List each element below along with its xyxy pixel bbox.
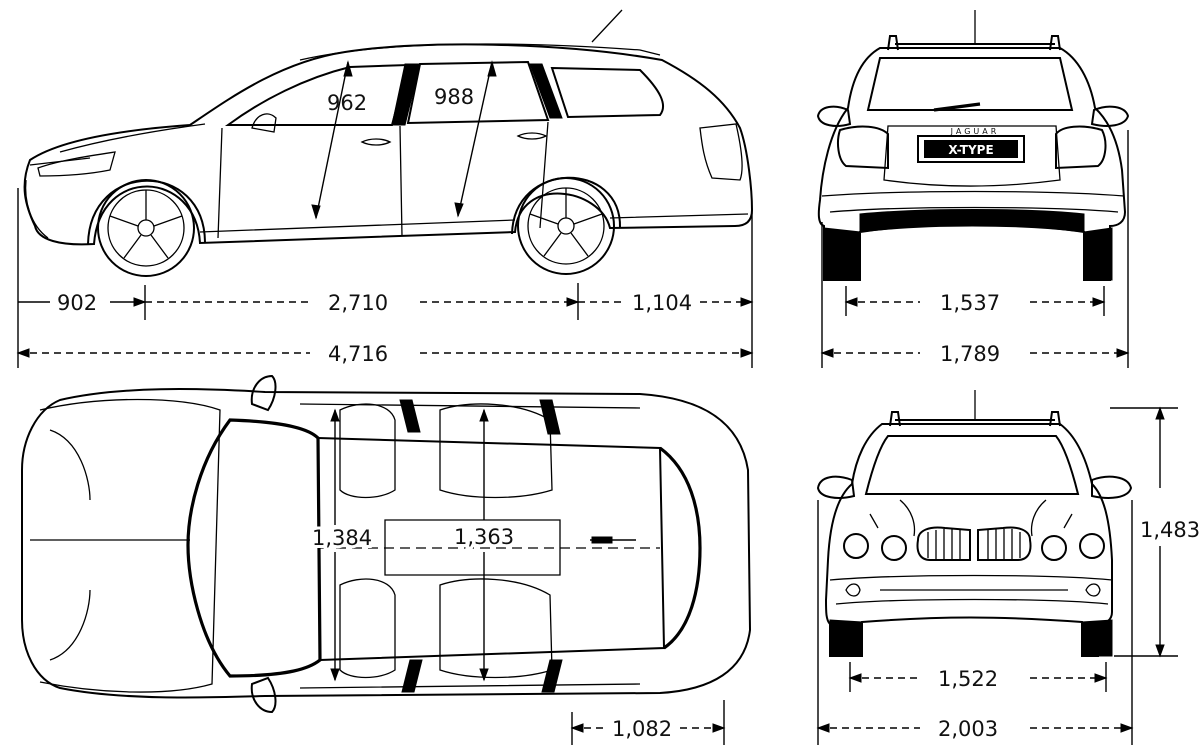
top-rear-glass	[659, 446, 702, 650]
load-length-label: 1,082	[612, 717, 672, 741]
rear-shoulder-width-label: 1,363	[454, 525, 514, 549]
front-left-mirror	[816, 475, 856, 499]
side-door-opening-arrows	[311, 60, 497, 220]
rear-door-opening-label: 988	[434, 85, 474, 109]
top-roof-rails	[299, 403, 641, 689]
top-windscreen	[186, 418, 322, 678]
top-roof	[317, 437, 666, 661]
side-rear-wheel	[517, 177, 615, 275]
side-c-pillar	[529, 63, 563, 119]
front-right-mirror	[1091, 475, 1133, 499]
front-right-tyre	[1081, 619, 1113, 657]
side-headlight	[37, 151, 116, 177]
rear-plate	[924, 140, 1018, 158]
side-front-wheel	[97, 179, 195, 277]
side-bonnet-line	[59, 123, 206, 153]
rear-track-label: 1,537	[940, 291, 1000, 315]
rear-bumper	[821, 190, 1125, 213]
wheelbase-label: 2,710	[328, 291, 388, 315]
side-rear-window	[406, 60, 550, 125]
top-bonnet	[30, 398, 221, 693]
side-body-outline	[23, 43, 754, 246]
front-dimension-lines	[816, 406, 1178, 745]
front-left-tyre	[829, 619, 863, 657]
front-shoulder-width-label: 1,384	[312, 526, 372, 550]
rear-right-mirror	[1090, 105, 1130, 127]
top-dimension-lines	[330, 408, 726, 745]
front-door-opening-label: 962	[327, 91, 367, 115]
front-foglights	[845, 583, 1101, 597]
rear-window	[866, 57, 1074, 111]
rear-view: JAGUAR X-TYPE 1,537 1,789	[816, 10, 1130, 368]
front-view: 1,483 1,522 2,003	[816, 390, 1200, 745]
front-track-label: 1,522	[938, 667, 998, 691]
rear-right-tyre	[1083, 227, 1113, 281]
overall-length-label: 4,716	[328, 342, 388, 366]
side-b-pillar	[391, 63, 421, 126]
side-rear-light	[699, 123, 743, 181]
side-mirror	[251, 113, 277, 133]
rear-left-mirror	[816, 105, 852, 127]
side-sill-line	[199, 213, 749, 233]
top-mirror-upper	[250, 374, 277, 412]
rear-left-light	[837, 125, 889, 170]
side-dimension-lines	[16, 188, 754, 368]
top-view: 1,384 1,363 1,082	[21, 374, 752, 745]
side-view: 962 988 902 2,710 1,104 4,716	[16, 9, 754, 368]
side-antenna	[591, 9, 623, 43]
rear-badge: JAGUAR	[950, 127, 1000, 136]
rear-dimension-lines	[820, 130, 1130, 368]
rear-plate-text: X-TYPE	[948, 143, 993, 157]
rear-right-light	[1055, 125, 1107, 170]
side-door-handles	[360, 132, 548, 146]
front-overhang-label: 902	[57, 291, 97, 315]
front-bonnet-lines	[869, 499, 1073, 537]
side-door-lines	[217, 121, 549, 239]
top-body-outline	[21, 388, 752, 699]
front-grille	[916, 526, 1032, 561]
height-label: 1,483	[1140, 518, 1200, 542]
rear-body-outline	[817, 47, 1127, 281]
front-headlights	[843, 533, 1105, 561]
rear-tailgate	[883, 125, 1061, 187]
side-roof-rail	[299, 43, 661, 61]
top-b-pillars	[399, 399, 563, 693]
side-quarter-window	[550, 66, 665, 119]
rear-overhang-label: 1,104	[632, 291, 692, 315]
front-grille-slats	[927, 529, 1021, 560]
rear-underside	[859, 209, 1085, 233]
top-mirror-lower	[250, 676, 277, 714]
rear-wiper	[933, 102, 981, 112]
top-seats	[339, 403, 561, 679]
front-windscreen	[864, 435, 1080, 495]
width-with-mirrors-label: 2,003	[938, 717, 998, 741]
rear-plate-frame	[917, 135, 1025, 163]
rear-left-tyre	[823, 227, 861, 281]
body-width-label: 1,789	[940, 342, 1000, 366]
front-bumper	[829, 574, 1113, 605]
side-front-window	[224, 63, 410, 126]
